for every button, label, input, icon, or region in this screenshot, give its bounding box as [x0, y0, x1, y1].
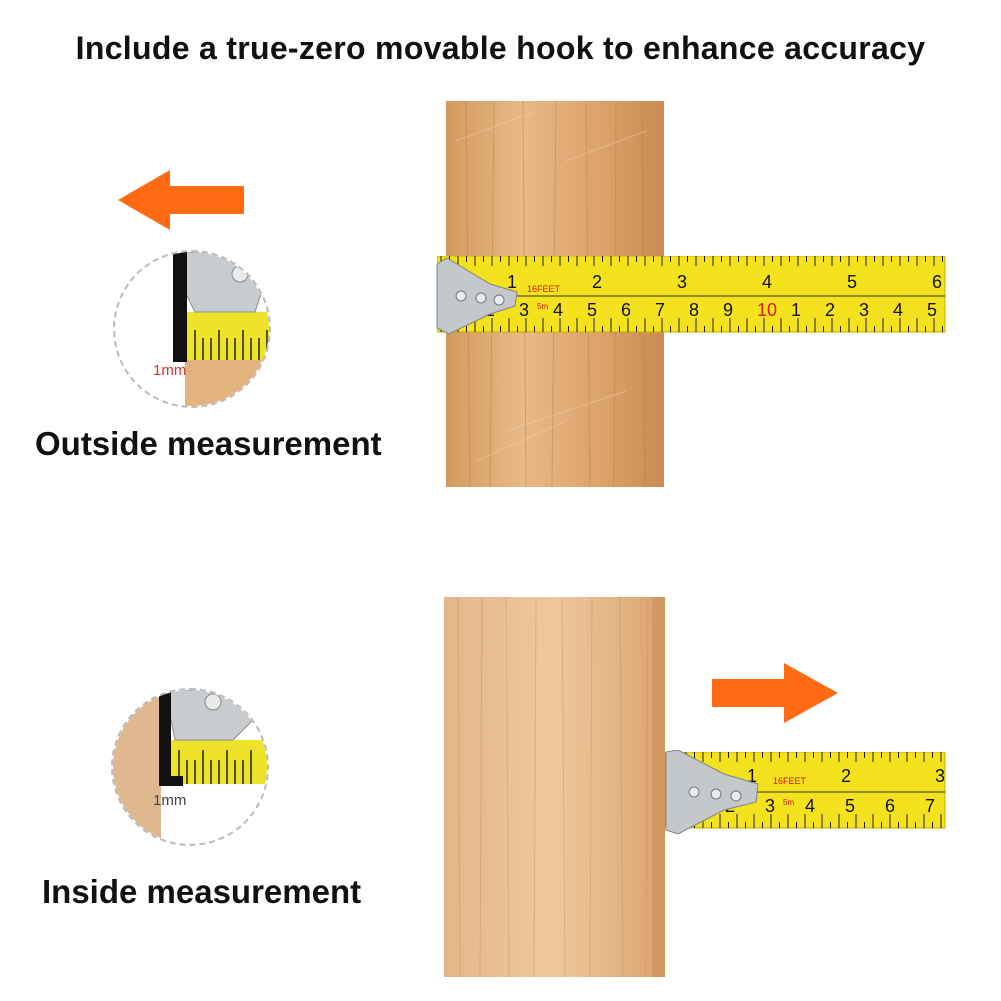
outside-bottom-number: 5 [587, 300, 598, 320]
outside-bottom-number: 7 [655, 300, 666, 320]
inside-top-number: 2 [841, 766, 852, 786]
inside-wood-board [444, 597, 665, 977]
outside-5m-label: 5m [537, 302, 549, 311]
outside-feet-label: 16FEET [527, 284, 561, 294]
outside-zoom-detail [113, 250, 271, 408]
outside-top-number: 3 [677, 272, 688, 292]
outside-bottom-number: 4 [553, 300, 564, 320]
outside-bottom-number: 9 [723, 300, 734, 320]
inside-hook [664, 750, 764, 836]
outside-top-number: 4 [762, 272, 773, 292]
arrow-right-icon [712, 663, 838, 723]
inside-caption: Inside measurement [42, 873, 362, 910]
outside-bottom-number: 4 [893, 300, 904, 320]
inside-top-number: 3 [935, 766, 946, 786]
outside-bottom-number: 3 [519, 300, 530, 320]
inside-top-number: 1 [747, 766, 758, 786]
outside-bottom-number: 2 [825, 300, 836, 320]
outside-top-number: 6 [932, 272, 943, 292]
outside-hook [435, 258, 525, 338]
outside-bottom-number: 5 [927, 300, 938, 320]
inside-bottom-number: 3 [765, 796, 776, 816]
inside-feet-label: 16FEET [773, 776, 807, 786]
outside-bottom-number: 6 [621, 300, 632, 320]
outside-tape [437, 256, 947, 336]
outside-bottom-number: 10 [757, 300, 778, 320]
inside-zoom-detail [111, 688, 269, 846]
inside-bottom-number: 5 [845, 796, 856, 816]
outside-caption: Outside measurement [35, 425, 382, 462]
inside-5m-label: 5m [783, 798, 795, 807]
outside-bottom-number: 8 [689, 300, 700, 320]
inside-bottom-number: 7 [925, 796, 936, 816]
inside-zoom-label: 1mm [153, 792, 187, 809]
inside-tape-labels: 16FEET 5m 123 234567 [665, 754, 945, 830]
headline: Include a true-zero movable hook to enha… [75, 30, 926, 66]
inside-bottom-number: 4 [805, 796, 816, 816]
outside-bottom-number: 3 [859, 300, 870, 320]
outside-top-number: 2 [592, 272, 603, 292]
outside-top-number: 1 [507, 272, 518, 292]
arrow-left-icon [118, 170, 246, 230]
inside-bottom-number: 6 [885, 796, 896, 816]
outside-zoom-label: 1mm [153, 362, 187, 379]
outside-top-number: 5 [847, 272, 858, 292]
outside-bottom-number: 1 [791, 300, 802, 320]
